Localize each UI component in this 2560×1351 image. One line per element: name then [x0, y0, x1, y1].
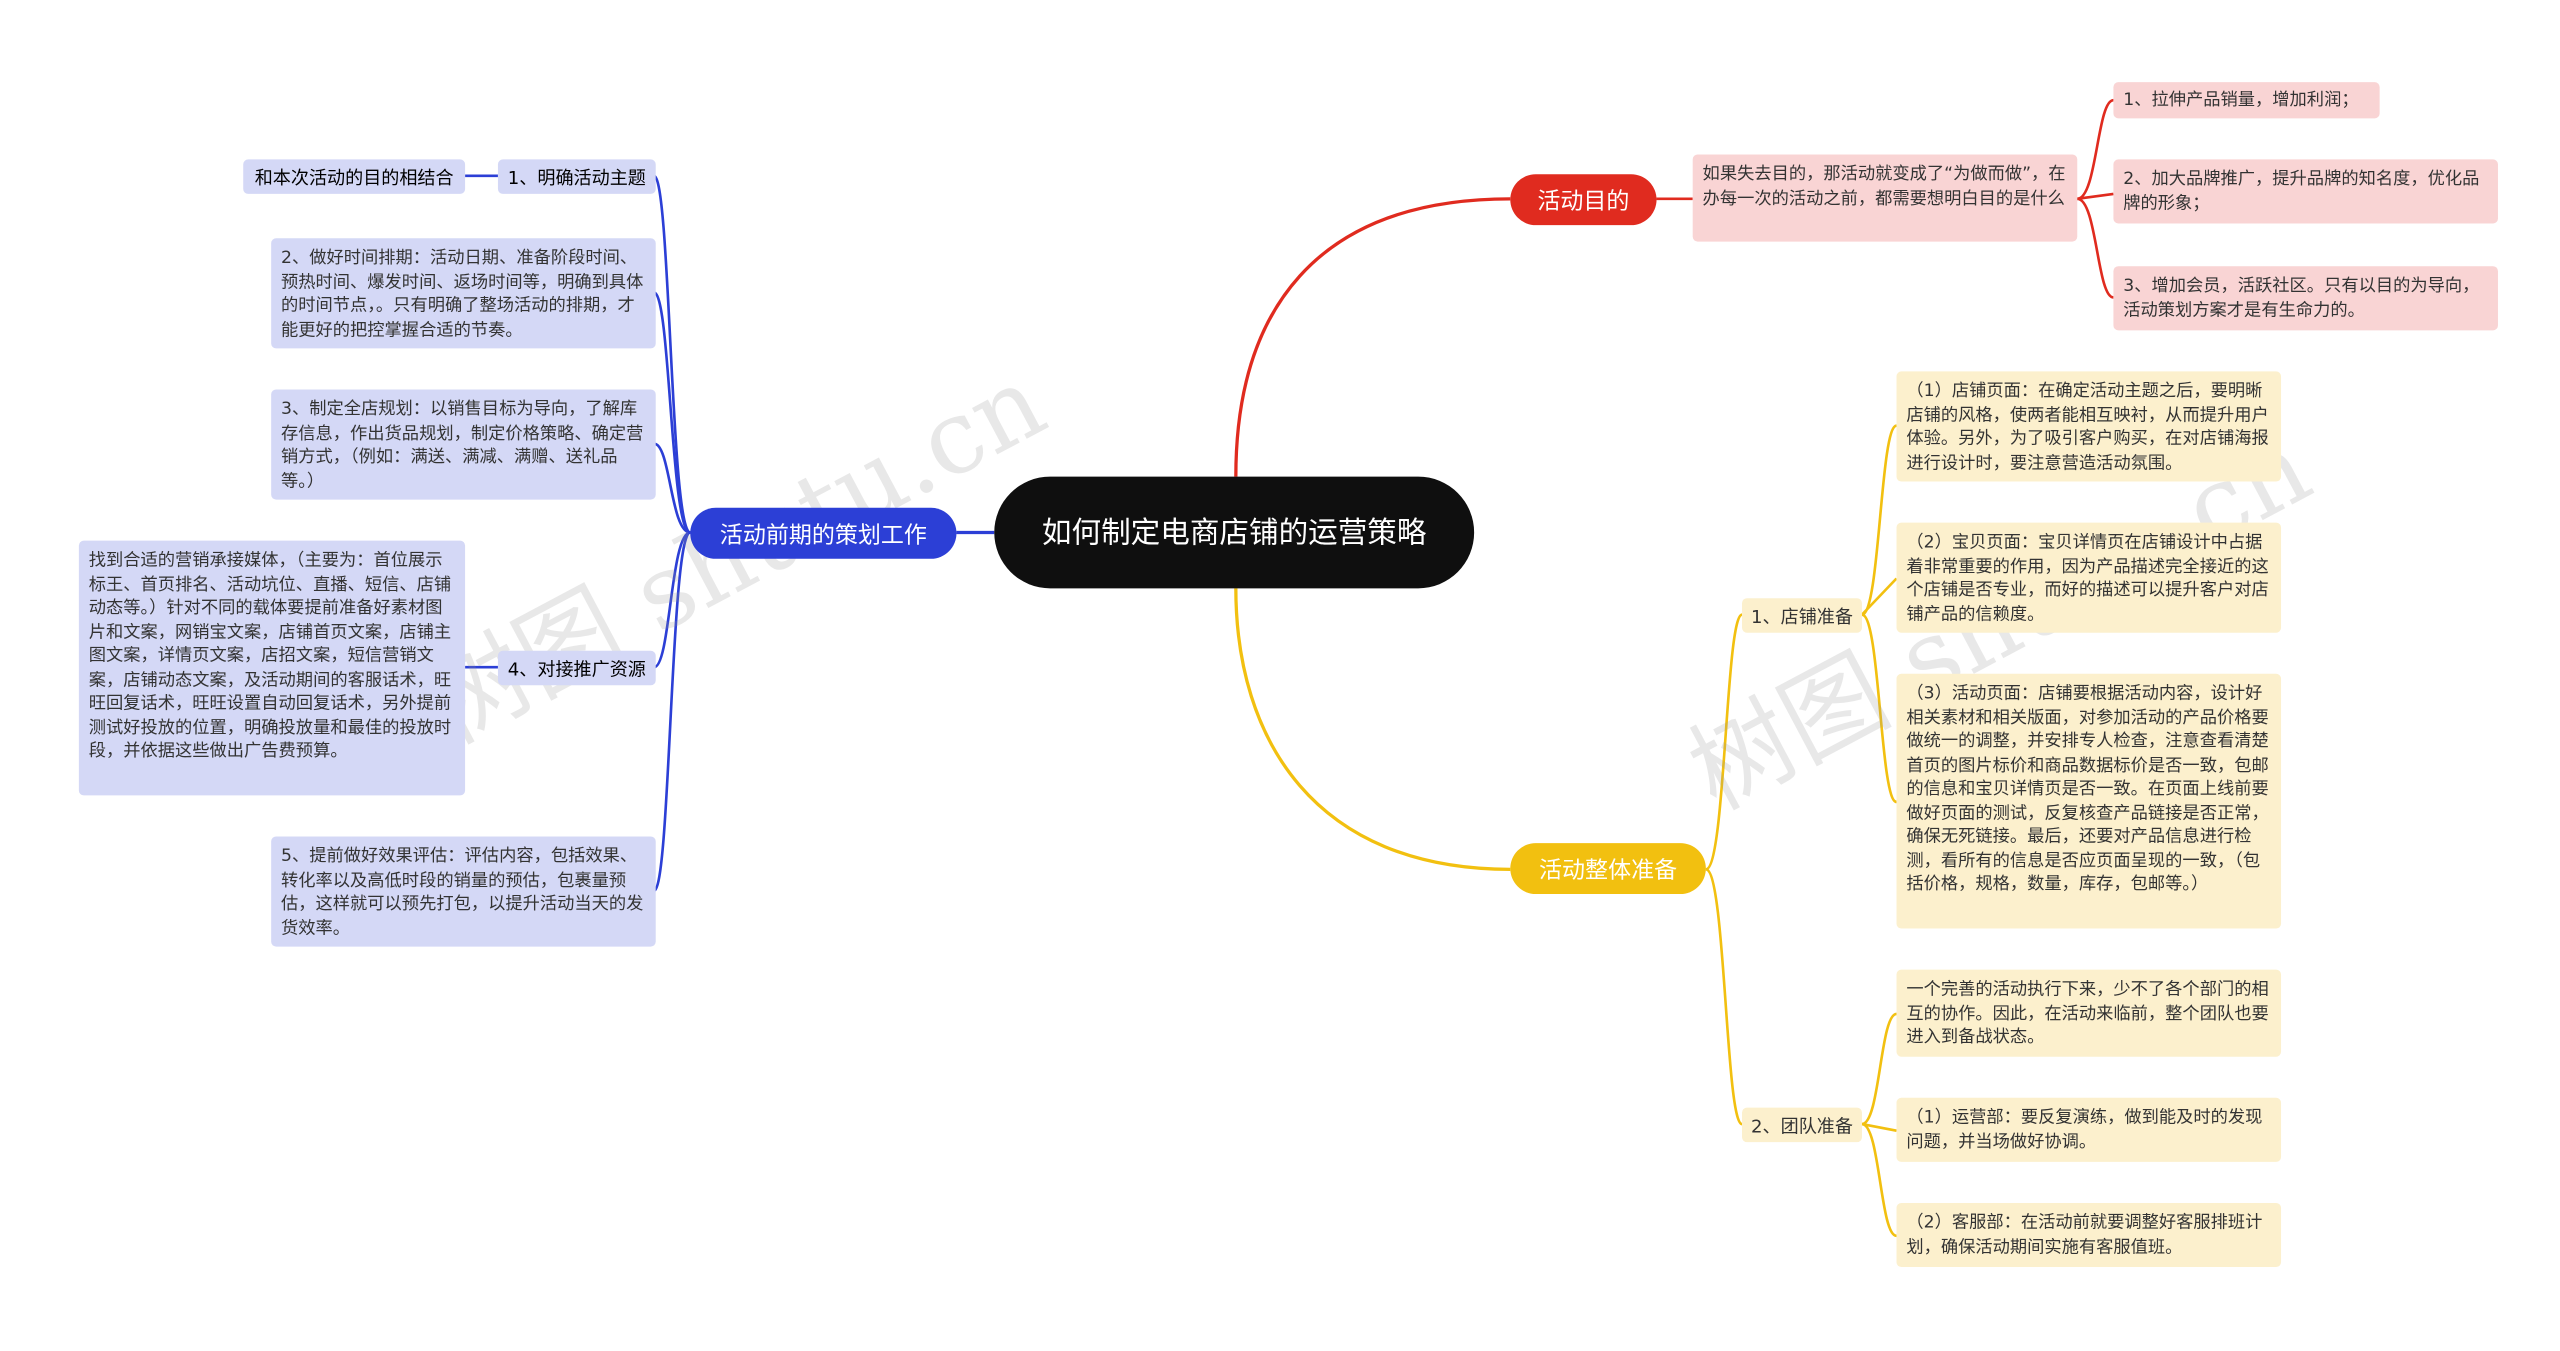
left-item-2[interactable]: 2、做好时间排期：活动日期、准备阶段时间、预热时间、爆发时间、返场时间等，明确到…: [271, 238, 656, 349]
left-item-4-note[interactable]: 找到合适的营销承接媒体，（主要为：首位展示标王、首页排名、活动坑位、直播、短信、…: [78, 540, 466, 796]
link-root-prep: [1234, 588, 1511, 872]
goal-item-1[interactable]: 1、拉伸产品销量，增加利润；: [2113, 82, 2380, 119]
shop-prep-item-2[interactable]: （2）宝贝页面：宝贝详情页在店铺设计中占据着非常重要的作用，因为产品描述完全接近…: [1896, 522, 2282, 633]
shop-prep-label[interactable]: 1、店铺准备: [1742, 598, 1862, 633]
left-item-1-label[interactable]: 1、明确活动主题: [497, 159, 656, 194]
goal-item-2[interactable]: 2、加大品牌推广，提升品牌的知名度，优化品牌的形象；: [2113, 159, 2498, 224]
shop-prep-item-1[interactable]: （1）店铺页面：在确定活动主题之后，要明晰店铺的风格，使两者能相互映衬，从而提升…: [1896, 371, 2282, 482]
team-prep-item-2[interactable]: （1）运营部：要反复演练，做到能及时的发现问题，并当场做好协调。: [1896, 1097, 2282, 1162]
left-item-4-label[interactable]: 4、对接推广资源: [497, 650, 656, 686]
branch-planning[interactable]: 活动前期的策划工作: [690, 507, 957, 559]
team-prep-item-3[interactable]: （2）客服部：在活动前就要调整好客服排班计划，确保活动期间实施有客服值班。: [1896, 1202, 2282, 1268]
left-item-3[interactable]: 3、制定全店规划：以销售目标为导向，了解库存信息，作出货品规划，制定价格策略、确…: [271, 389, 656, 500]
shop-prep-item-3[interactable]: （3）活动页面：店铺要根据活动内容，设计好相关素材和相关版面，对参加活动的产品价…: [1896, 673, 2282, 929]
left-item-5[interactable]: 5、提前做好效果评估：评估内容，包括效果、转化率以及高低时段的销量的预估，包裹量…: [271, 836, 656, 947]
branch-goal[interactable]: 活动目的: [1510, 174, 1657, 226]
link-root-goal: [1234, 197, 1511, 477]
goal-description[interactable]: 如果失去目的，那活动就变成了“为做而做”，在办每一次的活动之前，都需要想明白目的…: [1692, 154, 2078, 242]
team-prep-item-1[interactable]: 一个完善的活动执行下来，少不了各个部门的相互的协作。因此，在活动来临前，整个团队…: [1896, 969, 2282, 1057]
left-item-1-note[interactable]: 和本次活动的目的相结合: [243, 159, 466, 194]
root-topic[interactable]: 如何制定电商店铺的运营策略: [994, 476, 1475, 589]
branch-preparation[interactable]: 活动整体准备: [1510, 843, 1706, 895]
team-prep-label[interactable]: 2、团队准备: [1742, 1107, 1862, 1143]
goal-item-3[interactable]: 3、增加会员，活跃社区。只有以目的为导向，活动策划方案才是有生命力的。: [2113, 266, 2498, 331]
